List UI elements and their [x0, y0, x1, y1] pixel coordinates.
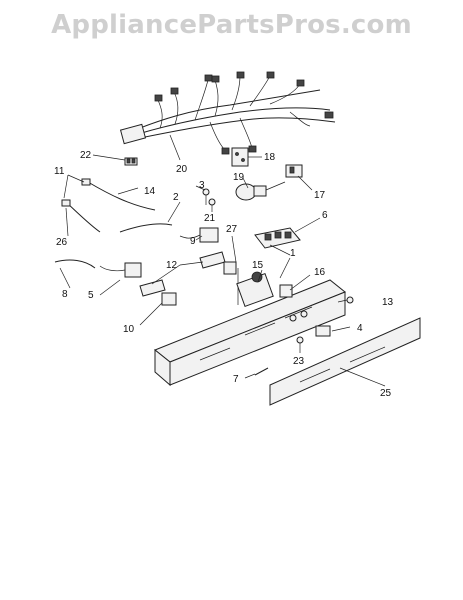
- part-22-clip: [124, 157, 138, 166]
- part-4-switch: [315, 325, 331, 337]
- part-21-grommet: [208, 198, 216, 206]
- callout-14: 14: [144, 186, 156, 197]
- callout-2: 2: [173, 192, 179, 203]
- part-11-14-26-sensor: [61, 178, 156, 233]
- callout-13: 13: [382, 297, 394, 308]
- part-6-control: [254, 227, 301, 249]
- callout-15: 15: [252, 260, 264, 271]
- watermark-text: AppliancePartsPros.com: [51, 10, 412, 40]
- callout-26: 26: [56, 237, 68, 248]
- callout-11: 11: [54, 166, 65, 177]
- leader-lines: [59, 134, 386, 387]
- wire-harness: [119, 71, 336, 155]
- callout-25: 25: [380, 388, 392, 399]
- callout-18: 18: [264, 152, 276, 163]
- callout-12: 12: [166, 260, 178, 271]
- callout-10: 10: [123, 324, 135, 335]
- callout-numbers: 1 2 3 4 5 6 7 8 9 10 11 12 13 14 15 16 1…: [54, 150, 394, 399]
- part-8-tube: [54, 259, 96, 269]
- callout-7: 7: [233, 374, 239, 385]
- callout-8: 8: [62, 289, 68, 300]
- part-5-switch: [99, 262, 142, 278]
- callout-19: 19: [233, 172, 245, 183]
- callout-9: 9: [190, 236, 196, 247]
- part-9-switch: [179, 227, 219, 243]
- callout-17: 17: [314, 190, 326, 201]
- part-19-bulb: [235, 181, 286, 201]
- part-25-cover: [269, 317, 421, 406]
- callout-16: 16: [314, 267, 326, 278]
- part-1-housing: [154, 271, 346, 387]
- callout-4: 4: [357, 323, 363, 334]
- part-17-connector: [285, 164, 303, 178]
- callout-23: 23: [293, 356, 305, 367]
- callout-1: 1: [290, 248, 296, 259]
- callout-20: 20: [176, 164, 188, 175]
- part-2-tube: [119, 223, 173, 233]
- part-7-screw: [254, 367, 269, 376]
- callout-5: 5: [88, 290, 94, 301]
- part-10-label: [161, 292, 177, 306]
- part-12-bracket: [139, 251, 237, 297]
- callout-3: 3: [199, 180, 205, 191]
- callout-27: 27: [226, 224, 238, 235]
- callout-22: 22: [80, 150, 92, 161]
- part-13-screw: [346, 296, 354, 304]
- callout-21: 21: [204, 213, 216, 224]
- part-18-plate: [231, 147, 249, 167]
- part-23-screw: [296, 336, 304, 344]
- part-3-screw: [202, 188, 210, 205]
- callout-6: 6: [322, 210, 328, 221]
